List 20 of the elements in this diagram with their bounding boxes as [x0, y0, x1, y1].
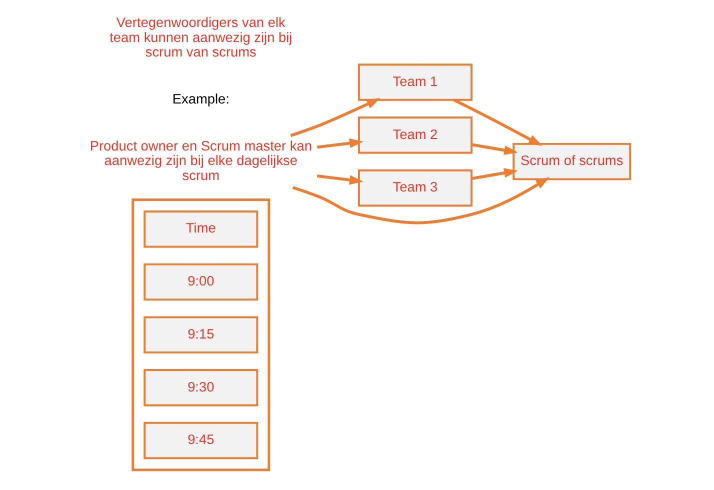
arrow: [470, 143, 518, 155]
node-box: 9:45: [143, 422, 258, 460]
node-box: 9:00: [143, 263, 258, 301]
node-box: Team 2: [358, 116, 472, 154]
node-box: 9:30: [143, 369, 258, 406]
arrow: [292, 177, 549, 224]
label: Vertegenwoordigers van elk team kunnen aanwezig zijn bij scrum van scrums: [109, 15, 292, 60]
node-box: Time: [143, 210, 258, 248]
arrow: [316, 174, 363, 185]
arrow: [316, 138, 363, 149]
arrow: [290, 98, 380, 137]
arrow: [470, 168, 518, 180]
node-box: Team 1: [358, 64, 472, 101]
cluster: [131, 198, 270, 472]
node-box: 9:15: [143, 316, 258, 354]
node-box: Scrum of scrums: [512, 142, 631, 180]
node-box: Team 3: [358, 169, 472, 207]
node-text: Product owner en Scrum master kan aanwezig zijn bij elke dagelijkse scrum: [89, 138, 312, 183]
label: Example:: [172, 92, 229, 107]
arrow: [452, 98, 542, 146]
